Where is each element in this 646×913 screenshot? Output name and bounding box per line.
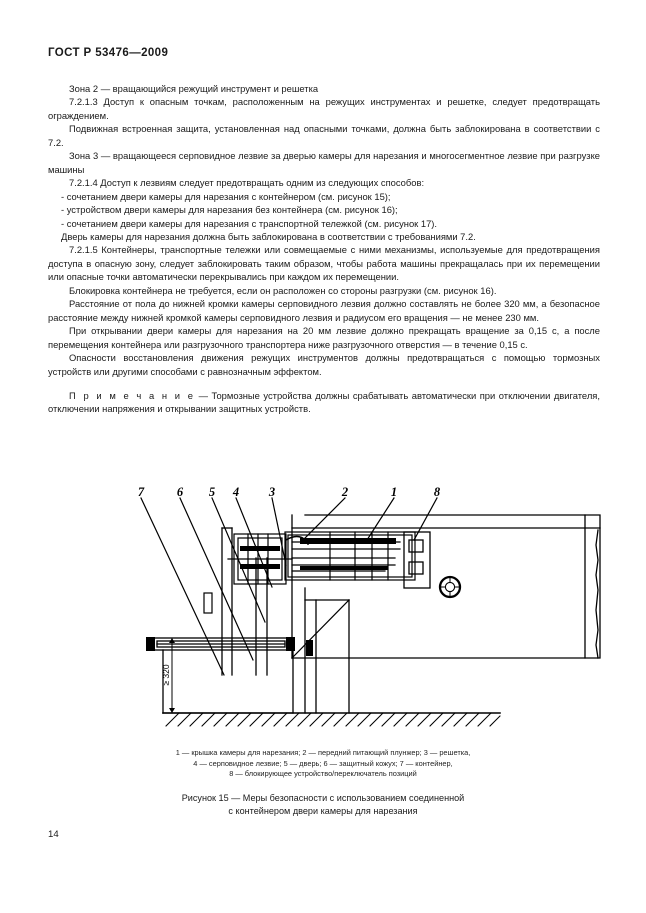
paragraph-movable-guard: Подвижная встроенная защита, установленн… <box>48 123 600 148</box>
technical-drawing-svg: 7 6 5 4 3 2 1 8 ≥ 320 <box>138 485 601 727</box>
note-paragraph: П р и м е ч а н и е — Тормозные устройст… <box>48 389 600 416</box>
grate-knife-block <box>227 533 310 585</box>
paragraph-7-2-1-4: 7.2.1.4 Доступ к лезвиям следует предотв… <box>69 177 425 189</box>
body-text-block: Зона 2 — вращающийся режущий инструмент … <box>48 82 600 416</box>
list-item-figure15: - сочетанием двери камеры для нарезания … <box>61 190 391 202</box>
machine-body-outline <box>291 514 601 659</box>
floor-hatching <box>162 712 501 727</box>
figure-15-drawing: 7 6 5 4 3 2 1 8 ≥ 320 <box>0 470 646 745</box>
paragraph-7-2-1-5: 7.2.1.5 Контейнеры, транспортные тележки… <box>48 244 600 283</box>
callout-label-6: 6 <box>177 485 184 499</box>
note-text: — Тормозные устройства должны срабатыват… <box>48 389 600 415</box>
page-number: 14 <box>48 829 59 840</box>
interlock-switch-block <box>403 531 431 589</box>
cutting-chamber-assembly <box>284 531 416 581</box>
paragraph-distances: Расстояние от пола до нижней кромки каме… <box>48 298 600 323</box>
dimension-label-320: ≥ 320 <box>161 664 171 685</box>
list-item-figure16: - устройством двери камеры для нарезания… <box>61 204 398 216</box>
caption-line-2: с контейнером двери камеры для нарезания <box>228 806 418 816</box>
protective-cover-tab <box>203 592 213 614</box>
callout-label-2: 2 <box>341 485 348 499</box>
paragraph-zone2: Зона 2 — вращающийся режущий инструмент … <box>69 83 319 94</box>
callout-label-8: 8 <box>434 485 441 499</box>
legend-line-1: 1 — крышка камеры для нарезания; 2 — пер… <box>175 748 471 757</box>
standard-header: ГОСТ Р 53476—2009 <box>48 47 169 59</box>
paragraph-zone3: Зона 3 — вращающееся серповидное лезвие … <box>48 150 600 175</box>
figure-legend: 1 — крышка камеры для нарезания; 2 — пер… <box>60 748 586 780</box>
list-item-figure17: - сочетанием двери камеры для нарезания … <box>61 217 438 229</box>
legend-line-2: 4 — серповидное лезвие; 5 — дверь; 6 — з… <box>193 758 453 768</box>
note-label: П р и м е ч а н и е <box>69 389 196 401</box>
callout-labels: 7 6 5 4 3 2 1 8 <box>138 485 441 499</box>
paragraph-container-no-interlock: Блокировка контейнера не требуется, если… <box>69 284 497 296</box>
callout-label-1: 1 <box>391 485 397 499</box>
callout-label-7: 7 <box>138 485 145 499</box>
container-box <box>146 587 350 714</box>
paragraph-7-2-1-3: 7.2.1.3 Доступ к опасным точкам, располо… <box>48 96 600 121</box>
caption-line-1: Рисунок 15 — Меры безопасности с использ… <box>181 793 465 803</box>
legend-line-3: 8 — блокирующее устройство/переключатель… <box>229 769 417 779</box>
paragraph-stopping-time: При открывании двери камеры для нарезани… <box>48 325 600 350</box>
callout-label-5: 5 <box>209 485 215 499</box>
paragraph-door-interlock: Дверь камеры для нарезания должна быть з… <box>61 230 476 242</box>
paragraph-braking: Опасности восстановления движения режущи… <box>48 352 600 377</box>
machine-detail-right <box>438 575 462 599</box>
figure-caption: Рисунок 15 — Меры безопасности с использ… <box>60 792 586 818</box>
callout-label-3: 3 <box>268 485 275 499</box>
callout-label-4: 4 <box>232 485 239 499</box>
door-panel <box>221 527 268 676</box>
